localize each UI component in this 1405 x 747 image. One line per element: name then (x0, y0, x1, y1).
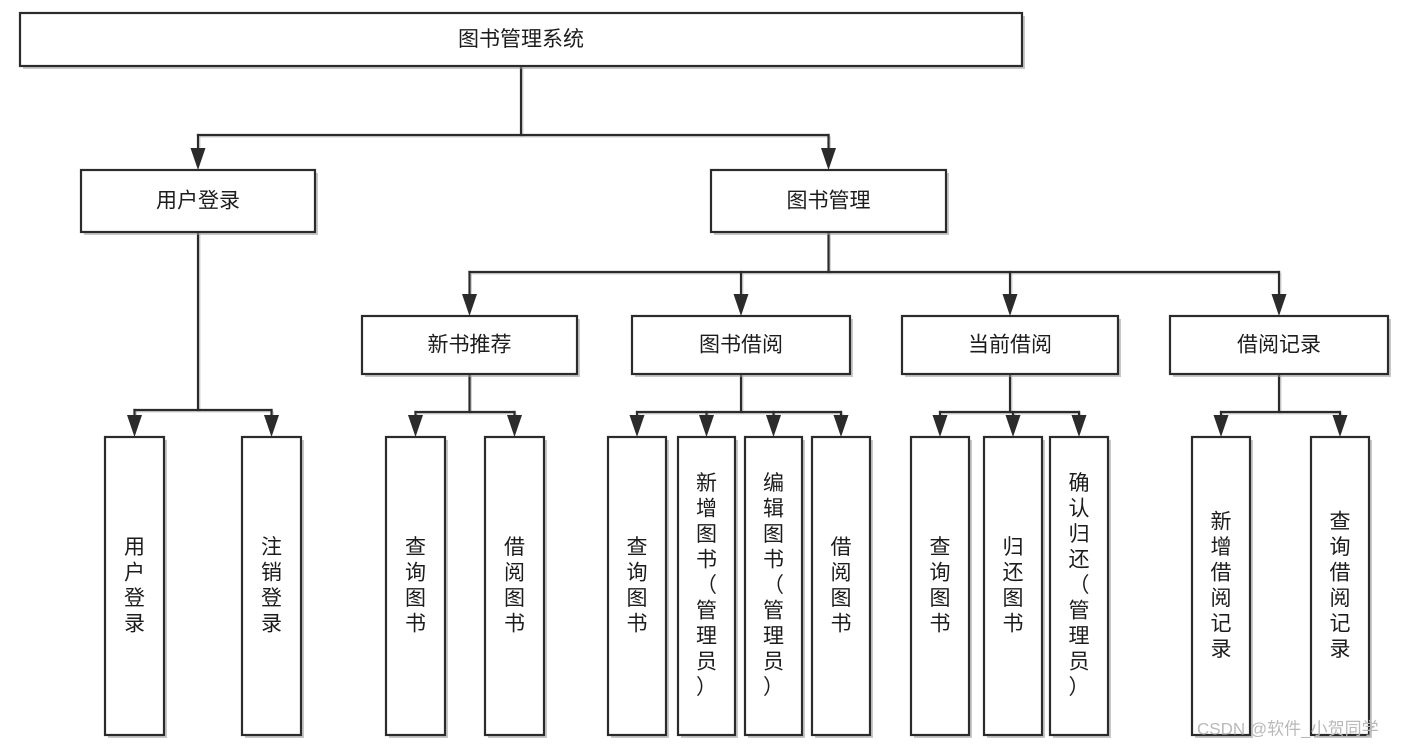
node-current[interactable]: 当前借阅 (900, 314, 1121, 377)
node-leaf5[interactable]: 查询图书 (606, 435, 669, 738)
arrow-head-icon (1071, 415, 1087, 437)
node-label: 图书管理系统 (458, 28, 584, 51)
node-label: 新增图书（管理员） (696, 472, 717, 699)
arrow-head-icon (264, 415, 279, 437)
node-label: 新增借阅记录 (1211, 510, 1232, 661)
node-box[interactable] (103, 435, 166, 737)
arrow-head-icon (821, 148, 836, 170)
node-label: 图书借阅 (699, 334, 783, 357)
node-root[interactable]: 图书管理系统 (18, 11, 1025, 69)
arrow-head-icon (1002, 294, 1018, 316)
node-label: 用户登录 (124, 535, 145, 635)
node-box[interactable] (18, 11, 1024, 68)
arrow-head-icon (127, 415, 142, 437)
node-box[interactable] (909, 435, 971, 737)
node-box[interactable] (1168, 314, 1390, 376)
node-box[interactable] (384, 435, 447, 737)
node-box[interactable] (483, 435, 546, 737)
node-label: 查询图书 (930, 535, 951, 635)
arrow-head-icon (507, 415, 522, 437)
node-leaf7[interactable]: 编辑图书（管理员） (743, 435, 805, 738)
arrow-head-icon (1213, 415, 1229, 437)
node-box[interactable] (1190, 435, 1252, 737)
node-leaf4[interactable]: 借阅图书 (483, 435, 547, 738)
node-leaf12[interactable]: 新增借阅记录 (1190, 435, 1253, 738)
node-leaf13[interactable]: 查询借阅记录 (1309, 435, 1372, 738)
node-leaf1[interactable]: 用户登录 (103, 435, 167, 738)
arrow-head-icon (1332, 415, 1348, 437)
node-leaf11[interactable]: 确认归还（管理员） (1048, 435, 1111, 738)
node-record[interactable]: 借阅记录 (1168, 314, 1391, 377)
node-leaf3[interactable]: 查询图书 (384, 435, 448, 738)
node-label: 借阅记录 (1237, 334, 1321, 357)
node-label: 借阅图书 (831, 535, 852, 635)
node-borrow[interactable]: 图书借阅 (630, 314, 853, 377)
node-box[interactable] (630, 314, 852, 376)
node-box[interactable] (1309, 435, 1371, 737)
connector-layer (127, 64, 1348, 437)
node-leaf6[interactable]: 新增图书（管理员） (676, 435, 738, 738)
node-label: 图书管理 (787, 190, 871, 213)
node-label: 当前借阅 (968, 334, 1052, 357)
node-label: 确认归还（管理员） (1069, 472, 1090, 699)
arrow-head-icon (932, 415, 948, 437)
node-layer: 图书管理系统用户登录图书管理新书推荐图书借阅当前借阅借阅记录用户登录注销登录查询… (18, 11, 1391, 738)
arrow-head-icon (733, 294, 749, 316)
node-box[interactable] (743, 435, 804, 737)
node-box[interactable] (1048, 435, 1110, 737)
node-leaf9[interactable]: 查询图书 (909, 435, 972, 738)
arrow-head-icon (1271, 294, 1287, 316)
node-box[interactable] (240, 435, 303, 737)
arrow-head-icon (833, 415, 849, 437)
node-label: 注销登录 (261, 535, 282, 635)
node-box[interactable] (79, 168, 317, 234)
arrow-head-icon (408, 415, 423, 437)
arrow-head-icon (766, 415, 781, 437)
node-label: 用户登录 (156, 190, 240, 213)
node-leaf8[interactable]: 借阅图书 (810, 435, 873, 738)
node-label: 借阅图书 (504, 535, 525, 635)
node-box[interactable] (900, 314, 1120, 376)
node-leaf10[interactable]: 归还图书 (982, 435, 1045, 738)
node-label: 新书推荐 (428, 334, 512, 357)
node-label: 查询图书 (405, 535, 426, 635)
arrow-head-icon (462, 294, 477, 316)
arrow-head-icon (629, 415, 645, 437)
node-box[interactable] (709, 168, 948, 234)
arrow-head-icon (190, 148, 206, 170)
node-box[interactable] (810, 435, 872, 737)
arrow-head-icon (1005, 415, 1021, 437)
node-box[interactable] (606, 435, 668, 737)
node-label: 查询借阅记录 (1330, 510, 1351, 661)
node-box[interactable] (360, 314, 579, 376)
node-box[interactable] (982, 435, 1044, 737)
node-login[interactable]: 用户登录 (79, 168, 318, 235)
arrow-head-icon (699, 415, 714, 437)
node-box[interactable] (676, 435, 737, 737)
node-bookmgmt[interactable]: 图书管理 (709, 168, 949, 235)
node-leaf2[interactable]: 注销登录 (240, 435, 304, 738)
node-newbook[interactable]: 新书推荐 (360, 314, 580, 377)
node-label: 归还图书 (1003, 535, 1024, 635)
node-label: 编辑图书（管理员） (763, 472, 784, 699)
node-label: 查询图书 (627, 535, 648, 635)
